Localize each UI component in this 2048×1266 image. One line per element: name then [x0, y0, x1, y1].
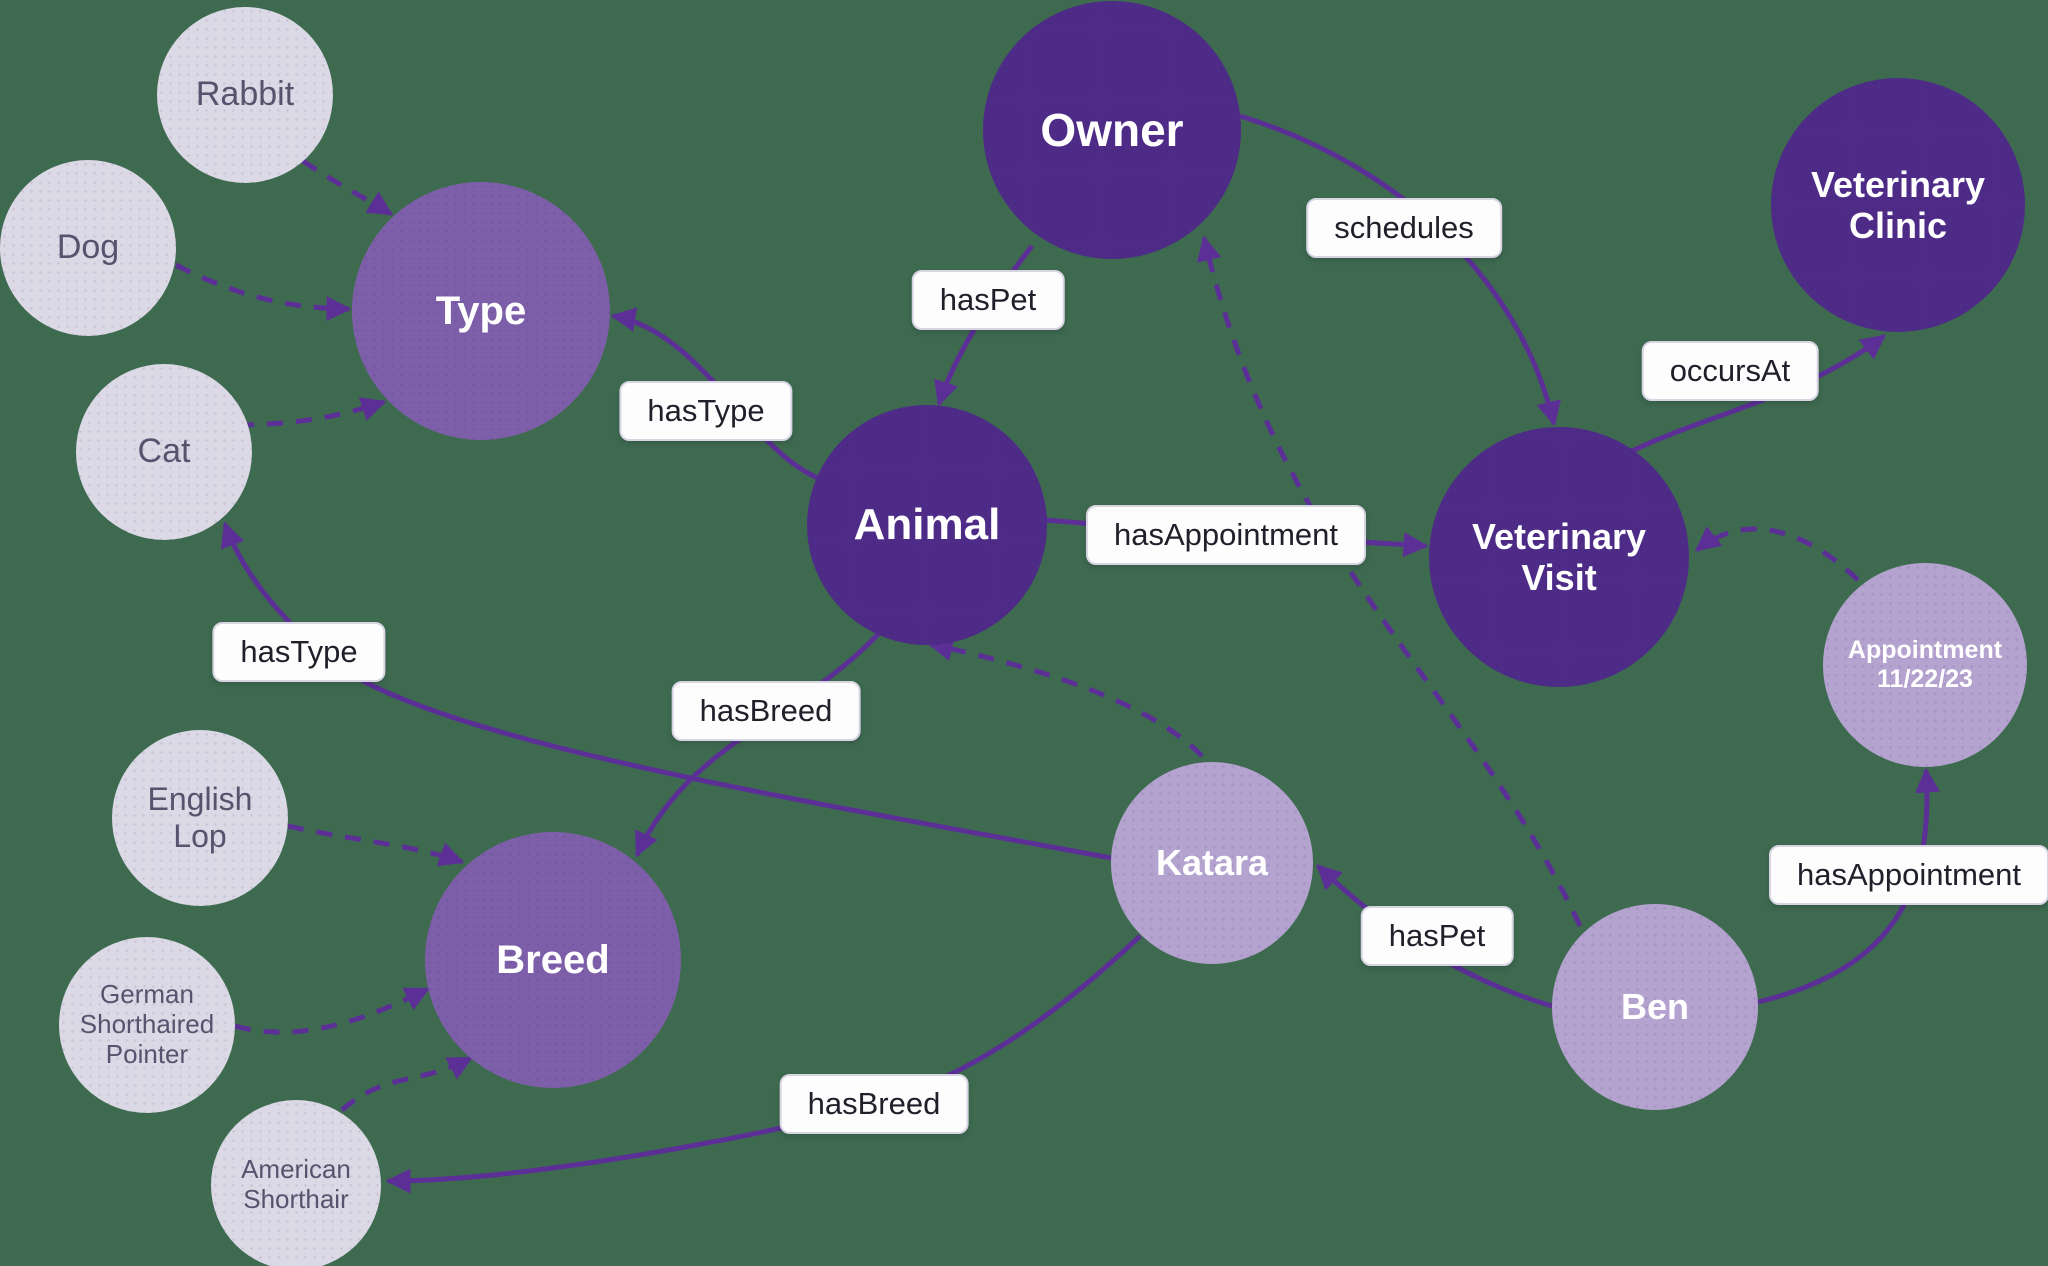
edge-amshorthair-breed [340, 1055, 474, 1112]
node-dog: Dog [0, 160, 176, 336]
edge-label-hasappointment_mid: hasAppointment [1085, 505, 1367, 565]
node-visit: Veterinary Visit [1429, 427, 1689, 687]
node-type: Type [352, 182, 610, 440]
edge-dog-type [174, 262, 352, 322]
edge-label-hastype_upper: hasType [619, 381, 793, 441]
node-owner: Owner [983, 1, 1241, 259]
node-katara: Katara [1111, 762, 1313, 964]
edge-gsp-breed [234, 986, 431, 1035]
edge-katara-animal [927, 636, 1204, 758]
node-cat: Cat [76, 364, 252, 540]
node-rabbit: Rabbit [157, 7, 333, 183]
node-appointment: Appointment 11/22/23 [1823, 563, 2027, 767]
node-breed: Breed [425, 832, 681, 1088]
edge-rabbit-type [301, 158, 394, 217]
edge-cat-type [237, 397, 387, 428]
edge-englishlop-breed [287, 823, 465, 867]
edge-appointment-visit [1695, 526, 1860, 582]
node-english_lop: English Lop [112, 730, 288, 906]
node-ben: Ben [1552, 904, 1758, 1110]
edge-katara-hastype-cat [220, 521, 1112, 861]
edge-label-hasbreed_mid: hasBreed [671, 681, 861, 741]
edge-label-schedules: schedules [1306, 198, 1502, 258]
node-am_shorthair: American Shorthair [211, 1100, 381, 1266]
edge-label-hastype_left: hasType [212, 622, 386, 682]
edge-label-haspet_upper: hasPet [911, 270, 1065, 330]
edge-owner-schedules-visit [1239, 113, 1561, 427]
node-gsp: German Shorthaired Pointer [59, 937, 235, 1113]
edge-label-occursat: occursAt [1641, 341, 1819, 401]
edge-label-hasbreed_bottom: hasBreed [779, 1074, 969, 1134]
edge-label-hasappointment_lower: hasAppointment [1768, 845, 2048, 905]
edge-label-haspet_lower: hasPet [1360, 906, 1514, 966]
edge-visit-occursat-clinic [1616, 334, 1886, 461]
edge-ben-hasappointment-appointment [1757, 767, 1940, 1005]
node-clinic: Veterinary Clinic [1771, 78, 2025, 332]
node-animal: Animal [807, 405, 1047, 645]
edge-animal-hasbreed-breed [634, 626, 886, 858]
